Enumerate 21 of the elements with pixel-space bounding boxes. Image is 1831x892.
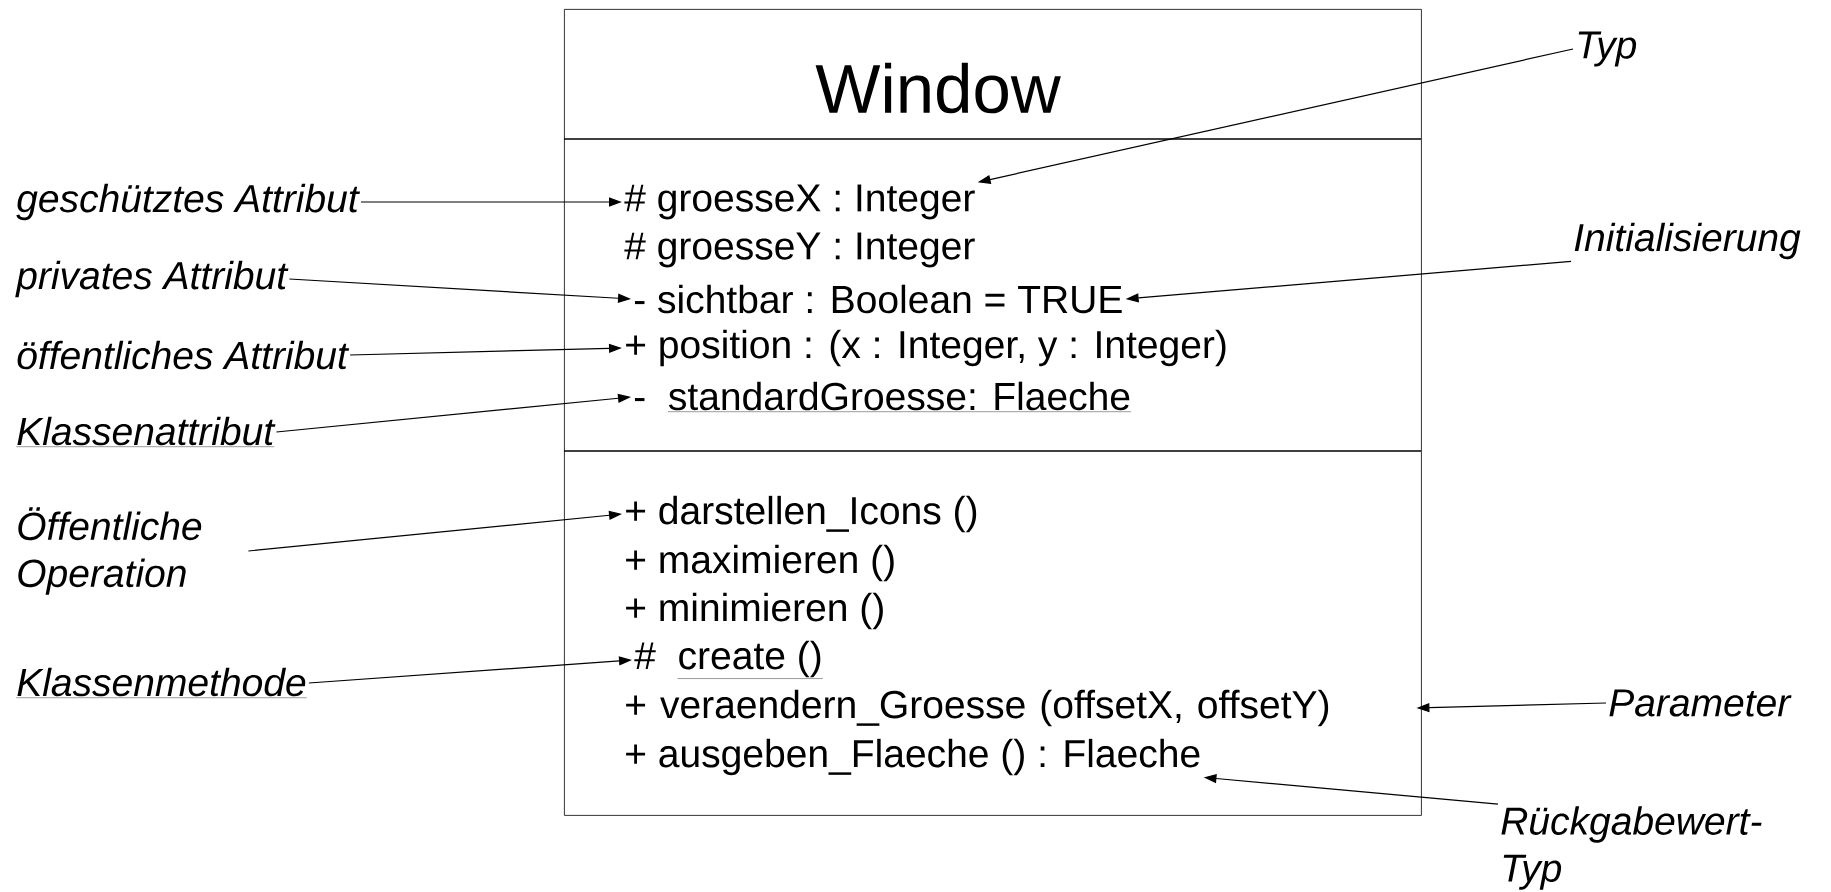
member-text: + ausgeben_Flaeche () : Flaeche — [626, 738, 1200, 776]
annotation-label: Rückgabewert-Typ — [1501, 806, 1762, 890]
annotation-label: Öffentliche Operation — [18, 507, 202, 595]
annotation-label: Parameter — [1609, 689, 1792, 717]
annotation-label: privates Attribut — [15, 260, 289, 298]
annotation-label: Initialisierung — [1574, 222, 1801, 260]
annotation-label: Klassenmethode — [16, 667, 307, 698]
member-text: # create () — [634, 640, 823, 679]
member-text: # groesseY : Integer — [624, 232, 975, 268]
member-text: + darstellen_Icons () — [626, 495, 977, 533]
member-text: + veraendern_Groesse (offsetX, offsetY) — [626, 689, 1329, 727]
member-text: - standardGroesse: Flaeche — [634, 381, 1132, 412]
annotation-label: Typ — [1578, 31, 1637, 67]
member-text: - sichtbar : Boolean = TRUE — [634, 284, 1122, 314]
member-text: + minimieren () — [626, 592, 883, 630]
annotation-label: Klassenattribut — [16, 416, 276, 447]
annotation-label: öffentliches Attribut — [17, 340, 350, 370]
member-text: + position : (x : Integer, y : Integer) — [626, 329, 1226, 367]
member-text: # groesseX : Integer — [624, 184, 975, 220]
annotation-label: geschütztes Attribut — [16, 183, 360, 221]
member-text: + maximieren () — [626, 544, 894, 582]
